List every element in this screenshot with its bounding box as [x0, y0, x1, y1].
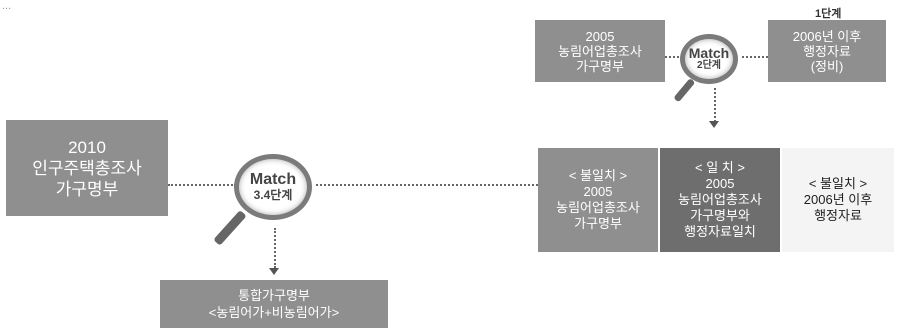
- box-admin-top-line-1: 2006년 이후: [792, 28, 862, 44]
- panel-mismatch-2005: < 불일치 > 2005 농림어업총조사 가구명부: [538, 148, 658, 252]
- step1-label: 1단계: [815, 8, 842, 20]
- arrow-step2-down: [709, 121, 719, 128]
- panel-match-line-5: 행정자료일치: [684, 224, 756, 239]
- connector-step2-down: [714, 88, 716, 122]
- box-2005-top-line-2: 농림어업총조사: [558, 43, 642, 59]
- panel-mismatch-2005-line-2: 2005: [583, 184, 613, 199]
- box-integrated-line-2: <농림어가+비농림어가>: [208, 305, 340, 320]
- panel-match: < 일 치 > 2005 농림어업총조사 가구명부와 행정자료일치: [660, 148, 780, 252]
- box-admin-top-line-3: (정비): [810, 58, 844, 74]
- connector-main-left: [168, 184, 236, 186]
- panel-mismatch-admin-line-1: < 불일치 >: [808, 176, 868, 191]
- panel-mismatch-2005-line-1: < 불일치 >: [568, 168, 628, 183]
- panel-mismatch-2005-line-4: 가구명부: [574, 216, 622, 231]
- match2-title: Match: [688, 45, 730, 61]
- connector-main-right: [316, 184, 538, 186]
- panel-match-line-1: < 일 치 >: [695, 160, 745, 175]
- box-2005-census-top: 2005 농림어업총조사 가구명부: [535, 20, 665, 82]
- box-integrated-household: 통합가구명부 <농림어가+비농림어가>: [160, 280, 388, 328]
- box-2010-census: 2010 인구주택총조사 가구명부: [6, 120, 168, 216]
- box-2010-line-3: 가구명부: [55, 179, 119, 199]
- panel-match-line-4: 가구명부와: [690, 208, 750, 223]
- box-2010-line-2: 인구주택총조사: [32, 158, 142, 178]
- box-2005-top-line-3: 가구명부: [576, 58, 624, 74]
- box-2005-top-line-1: 2005: [585, 28, 615, 44]
- box-admin-top-line-2: 행정자료: [803, 43, 851, 59]
- panel-mismatch-2005-line-3: 농림어업총조사: [556, 200, 640, 215]
- panel-match-line-3: 농림어업총조사: [678, 192, 762, 207]
- panel-mismatch-admin-line-3: 행정자료: [814, 208, 862, 223]
- magnifier-icon-step34: Match 3.4단계: [204, 148, 314, 258]
- match34-title: Match: [249, 171, 297, 188]
- magnifier-icon-step2: Match 2단계: [673, 32, 756, 112]
- top-left-fragment: ...: [2, 0, 12, 12]
- connector-step34-down: [274, 228, 276, 268]
- box-integrated-line-1: 통합가구명부: [238, 288, 310, 303]
- box-2010-line-1: 2010: [68, 137, 106, 157]
- arrow-step34-down: [269, 268, 279, 275]
- match34-step: 3.4단계: [253, 188, 293, 202]
- box-admin-top: 2006년 이후 행정자료 (정비): [768, 20, 886, 82]
- connector-top-left: [665, 56, 683, 58]
- panel-mismatch-admin-line-2: 2006년 이후: [803, 192, 873, 207]
- match2-step: 2단계: [697, 60, 721, 71]
- connector-top-right: [742, 56, 768, 58]
- panel-match-line-2: 2005: [705, 176, 735, 191]
- panel-mismatch-admin: < 불일치 > 2006년 이후 행정자료: [782, 148, 894, 252]
